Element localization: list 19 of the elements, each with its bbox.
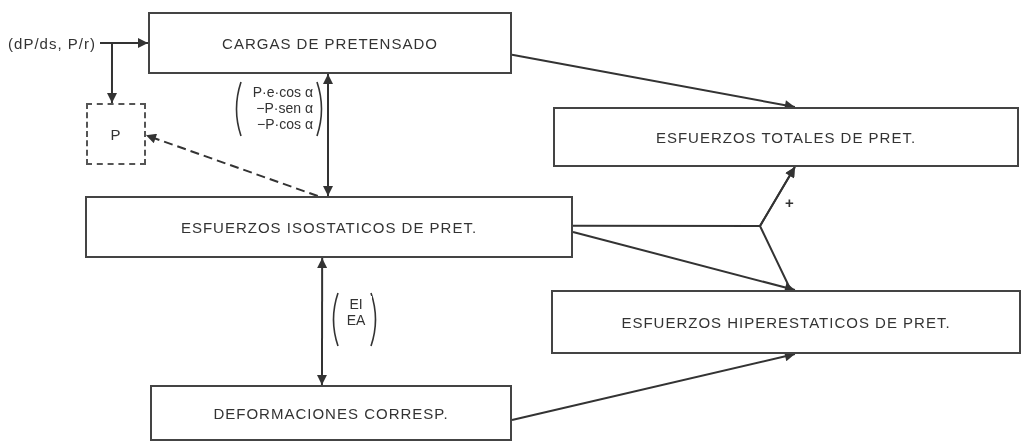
process-box xyxy=(551,290,1021,354)
plus-sign: + xyxy=(785,194,794,211)
dashed-box xyxy=(86,103,146,165)
process-box xyxy=(150,385,512,441)
arrow xyxy=(323,73,333,197)
process-box xyxy=(148,12,512,74)
process-box xyxy=(553,107,1019,167)
process-box xyxy=(85,196,573,258)
box-label: ESFUERZOS ISOSTATICOS DE PRET. xyxy=(180,218,478,236)
dashed-arrow xyxy=(145,133,319,197)
box-label: ESFUERZOS HIPERESTATICOS DE PRET. xyxy=(621,313,951,331)
arrow xyxy=(99,42,117,104)
box-label: CARGAS DE PRETENSADO xyxy=(222,34,438,52)
box-label: DEFORMACIONES CORRESP. xyxy=(213,404,449,422)
box-label: ESFUERZOS TOTALES DE PRET. xyxy=(655,128,917,146)
arrow xyxy=(572,230,796,293)
formula-text: (dP/ds, P/r) xyxy=(4,27,100,59)
box-label: P xyxy=(110,125,122,143)
arrow xyxy=(316,257,328,386)
